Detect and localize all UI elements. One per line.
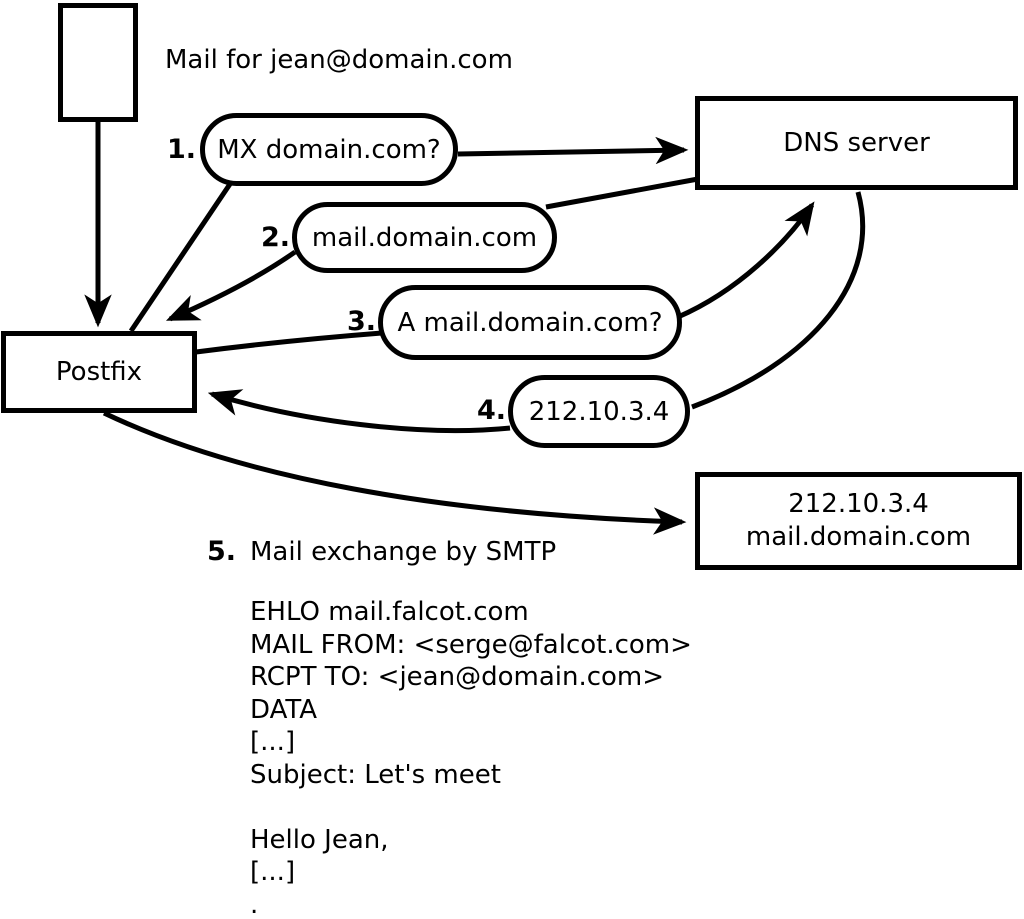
line-dns-to-answer-mx xyxy=(545,176,699,210)
postfix-node: Postfix xyxy=(1,331,197,413)
step-4-number: 4. xyxy=(476,395,506,426)
smtp-line: EHLO mail.falcot.com xyxy=(250,597,529,627)
smtp-line: . xyxy=(250,889,259,919)
arrow-answer-mx-to-postfix xyxy=(165,249,297,322)
step-2-number: 2. xyxy=(260,222,290,253)
smtp-line: [...] xyxy=(250,857,296,887)
step-3-query-a-label: A mail.domain.com? xyxy=(397,307,663,338)
smtp-line: Hello Jean, xyxy=(250,824,389,855)
smtp-line: MAIL FROM: <serge@falcot.com> xyxy=(250,629,692,660)
line-dns-to-answer-a xyxy=(691,191,866,410)
arrow-postfix-to-mailserver xyxy=(102,410,687,535)
dns-server-node: DNS server xyxy=(695,96,1018,190)
mail-server-node: 212.10.3.4 mail.domain.com xyxy=(695,472,1022,570)
smtp-line: Subject: Let's meet xyxy=(250,759,501,790)
line-postfix-to-query-mx xyxy=(128,182,233,333)
postfix-label: Postfix xyxy=(55,356,143,387)
smtp-line xyxy=(250,791,692,824)
smtp-line: RCPT TO: <jean@domain.com> xyxy=(250,662,665,692)
smtp-session-transcript: EHLO mail.falcot.com MAIL FROM: <serge@f… xyxy=(250,596,692,919)
step-5-number: 5. xyxy=(206,536,236,567)
step-3-query-a-bubble: A mail.domain.com? xyxy=(378,285,682,360)
dns-server-label: DNS server xyxy=(783,127,930,158)
scene-title: Mail for jean@domain.com xyxy=(165,45,513,75)
mail-server-ip: 212.10.3.4 xyxy=(788,489,929,519)
step-1-query-mx-label: MX domain.com? xyxy=(217,134,441,165)
smtp-line: [...] xyxy=(250,727,296,757)
step-1-number: 1. xyxy=(166,134,196,165)
step-5-label: Mail exchange by SMTP xyxy=(250,537,557,567)
step-4-answer-a-bubble: 212.10.3.4 xyxy=(508,375,690,448)
step-4-answer-a-label: 212.10.3.4 xyxy=(528,396,670,427)
outgoing-message-box xyxy=(58,3,138,122)
arrow-query-mx-to-dns xyxy=(457,136,689,165)
smtp-line: DATA xyxy=(250,694,317,725)
step-3-number: 3. xyxy=(346,306,376,337)
line-postfix-to-query-a xyxy=(195,330,383,355)
arrow-query-a-to-dns xyxy=(677,201,815,320)
step-2-answer-mx-label: mail.domain.com xyxy=(311,222,538,253)
mail-server-hostname: mail.domain.com xyxy=(745,522,972,552)
step-1-query-mx-bubble: MX domain.com? xyxy=(200,113,458,186)
arrow-answer-a-to-postfix xyxy=(207,389,511,433)
step-2-answer-mx-bubble: mail.domain.com xyxy=(292,202,557,273)
